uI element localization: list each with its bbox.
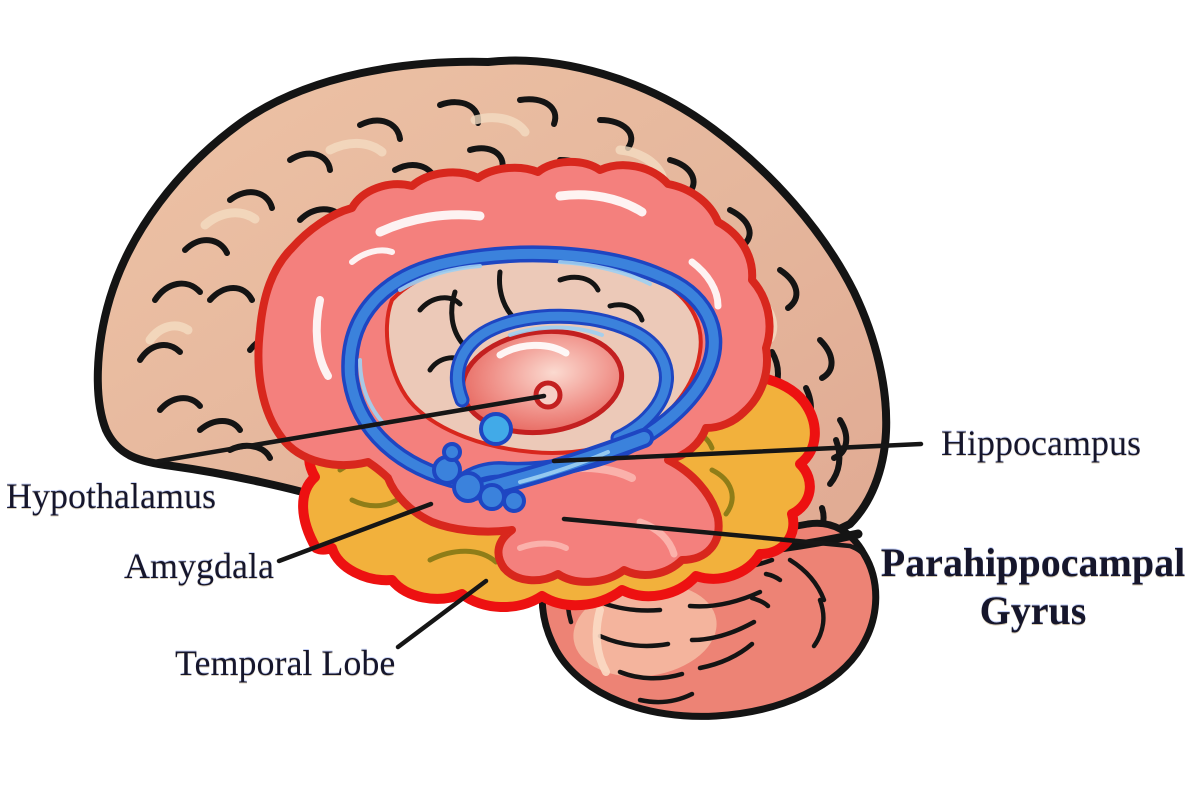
label-hypothalamus: Hypothalamus <box>6 476 216 516</box>
leader-line-temporal-lobe <box>395 578 489 650</box>
label-amygdala: Amygdala <box>124 546 274 586</box>
label-temporal-lobe: Temporal Lobe <box>175 643 396 683</box>
mammillary-body-dot <box>479 412 513 446</box>
label-parahippocampal-line1: Parahippocampal <box>880 540 1186 585</box>
fornix-gloss <box>358 260 652 484</box>
label-hippocampus: Hippocampus <box>941 423 1141 463</box>
leader-line-hippocampus <box>551 441 924 464</box>
leader-line-parahippocampal <box>561 516 868 560</box>
label-parahippocampal-gyrus: Parahippocampal Gyrus <box>858 539 1200 635</box>
amygdala-blobs <box>432 442 526 513</box>
fornix <box>341 245 723 502</box>
leader-lines <box>145 393 924 650</box>
ring-highlights <box>312 190 722 380</box>
leader-line-amygdala <box>276 501 434 564</box>
leader-line-hypothalamus <box>145 393 547 466</box>
hypothalamus-ring <box>533 380 563 410</box>
label-parahippocampal-line2: Gyrus <box>979 588 1087 633</box>
